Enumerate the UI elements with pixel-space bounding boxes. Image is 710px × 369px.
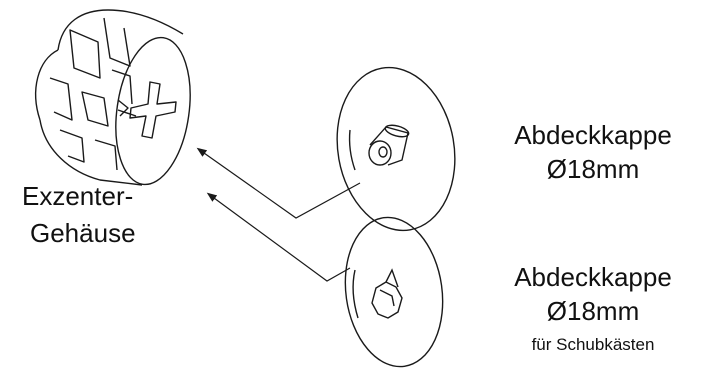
cap1-label-line1: Abdeckkappe [514, 120, 672, 150]
cover-cap-2 [344, 216, 444, 368]
housing-label-line1: Exzenter- [22, 181, 134, 211]
leader-line-cap-2 [206, 192, 351, 282]
eccentric-housing [34, 9, 191, 186]
cap2-label-line3: für Schubkästen [531, 335, 655, 354]
cover-cap-1 [336, 66, 456, 232]
housing-label-line2: Gehäuse [30, 218, 136, 248]
cap2-label-line1: Abdeckkappe [514, 262, 672, 292]
cap2-label-line2: Ø18mm [546, 296, 640, 326]
leader-line-cap-1 [196, 147, 361, 219]
cap1-label-line2: Ø18mm [546, 154, 640, 184]
